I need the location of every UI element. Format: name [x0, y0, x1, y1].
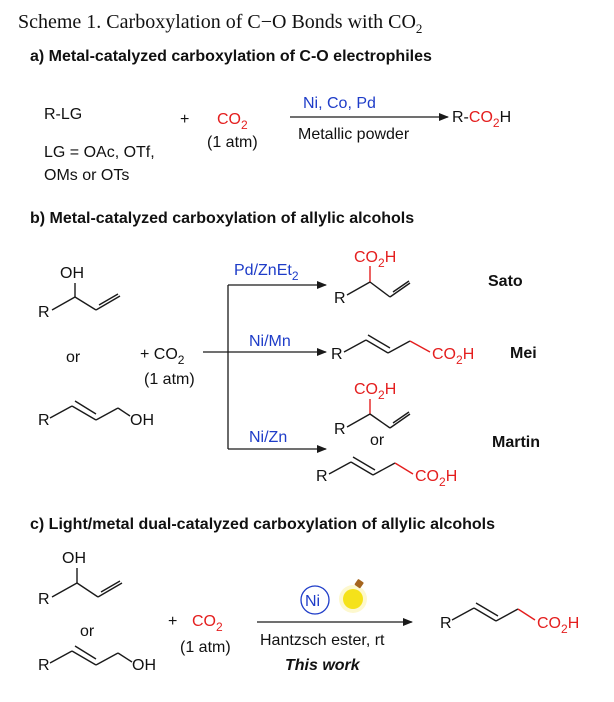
- martin-branched-r: R: [334, 421, 346, 438]
- author-martin: Martin: [492, 434, 540, 451]
- co2-label-c: CO2: [192, 613, 223, 634]
- linear-alcohol-bonds-b: [49, 400, 131, 421]
- section-a-heading: a) Metal-catalyzed carboxylation of C-O …: [30, 48, 432, 65]
- ni-label: Ni: [305, 593, 320, 610]
- section-b-heading: b) Metal-catalyzed carboxylation of ally…: [30, 210, 414, 227]
- branched-alcohol-bonds-b: [51, 283, 121, 311]
- light-bulb-icon: [339, 579, 367, 613]
- oh-label-b2: OH: [130, 412, 154, 429]
- reductant-label: Metallic powder: [298, 126, 410, 143]
- lg-definition-line1: LG = OAc, OTf,: [44, 144, 155, 161]
- pressure-label: (1 atm): [207, 134, 258, 151]
- r-label-c1: R: [38, 591, 50, 608]
- or-label-c: or: [80, 623, 95, 640]
- or-label-martin: or: [370, 432, 385, 449]
- plus-sign: +: [180, 111, 189, 128]
- r-label-c2: R: [38, 657, 50, 674]
- r-label-b2: R: [38, 412, 50, 429]
- catalyst-label: Ni, Co, Pd: [303, 95, 376, 112]
- martin-branched-co2h: CO2H: [354, 381, 396, 402]
- reactant-r-lg: R-LG: [44, 106, 82, 123]
- author-sato: Sato: [488, 273, 523, 290]
- sato-product-r: R: [334, 290, 346, 307]
- product-c-co2h: CO2H: [537, 615, 579, 636]
- oh-label-c2: OH: [132, 657, 156, 674]
- co2-label: CO2: [217, 111, 248, 132]
- author-mei: Mei: [510, 345, 537, 362]
- sato-product-co2h: CO2H: [354, 249, 396, 270]
- pressure-label-b: (1 atm): [144, 371, 195, 388]
- martin-linear-co2h: CO2H: [415, 468, 457, 489]
- condition-ni-mn: Ni/Mn: [249, 333, 291, 350]
- martin-linear-r: R: [316, 468, 328, 485]
- mei-product-bonds: [343, 334, 431, 354]
- scheme-title: Scheme 1. Carboxylation of C−O Bonds wit…: [18, 11, 422, 36]
- hantzsch-reagent: Hantzsch ester, rt: [260, 632, 385, 649]
- martin-linear-bonds: [328, 456, 414, 476]
- r-label-b1: R: [38, 304, 50, 321]
- sato-product-bonds: [346, 266, 411, 298]
- product-a: R-CO2H: [452, 109, 511, 130]
- oh-label-c1: OH: [62, 550, 86, 567]
- plus-sign-c: +: [168, 613, 177, 630]
- product-c-r: R: [440, 615, 452, 632]
- branch-arrows-b: [203, 281, 327, 453]
- condition-pd-znet2: Pd/ZnEt2: [234, 262, 299, 283]
- ni-catalyst-badge: Ni: [300, 585, 330, 615]
- oh-label-b1: OH: [60, 265, 84, 282]
- lg-definition-line2: OMs or OTs: [44, 167, 129, 184]
- mei-product-r: R: [331, 346, 343, 363]
- pressure-label-c: (1 atm): [180, 639, 231, 656]
- mei-product-co2h: CO2H: [432, 346, 474, 367]
- section-c-heading: c) Light/metal dual-catalyzed carboxylat…: [30, 516, 495, 533]
- plus-co2-b: + CO2: [140, 346, 185, 367]
- this-work-label: This work: [285, 657, 361, 674]
- linear-alcohol-bonds-c: [49, 645, 133, 666]
- or-label-b: or: [66, 349, 81, 366]
- martin-branched-bonds: [346, 399, 411, 429]
- condition-ni-zn: Ni/Zn: [249, 429, 287, 446]
- branched-alcohol-bonds-c: [51, 568, 123, 598]
- product-c-bonds: [451, 602, 536, 622]
